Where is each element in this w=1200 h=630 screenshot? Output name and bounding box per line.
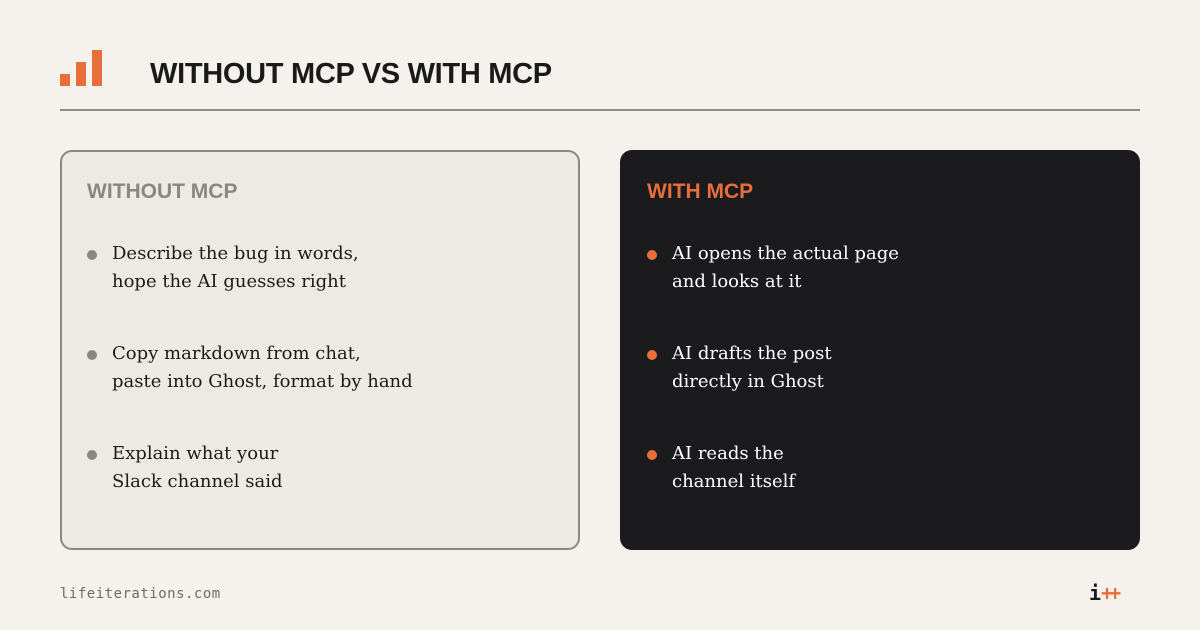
brand-logo-plus-plus: ++ <box>1101 581 1121 605</box>
page-title: WITHOUT MCP VS WITH MCP <box>150 58 552 90</box>
list-item-text: AI opens the actual page and looks at it <box>672 243 899 292</box>
brand-logo: i++ <box>1089 580 1121 606</box>
list-item-text: Explain what your Slack channel said <box>112 443 283 492</box>
logo-bar-short <box>60 74 70 86</box>
bullet-dot-icon <box>647 450 657 460</box>
with-mcp-card: WITH MCP AI opens the actual page and lo… <box>620 150 1140 550</box>
list-item-text: Copy markdown from chat, paste into Ghos… <box>112 343 413 392</box>
footer-site-url: lifeiterations.com <box>60 586 221 602</box>
logo-bar-tall <box>92 50 102 86</box>
bar-chart-icon <box>60 50 104 86</box>
bullet-dot-icon <box>647 250 657 260</box>
logo-bar-medium <box>76 62 86 86</box>
list-item-text: AI drafts the post directly in Ghost <box>672 343 832 392</box>
bullet-dot-icon <box>87 350 97 360</box>
brand-logo-i: i <box>1089 581 1102 605</box>
without-mcp-card: WITHOUT MCP Describe the bug in words, h… <box>60 150 580 550</box>
title-divider <box>60 109 1140 111</box>
without-mcp-heading: WITHOUT MCP <box>87 180 238 203</box>
with-mcp-heading: WITH MCP <box>647 180 754 203</box>
list-item-text: Describe the bug in words, hope the AI g… <box>112 243 359 292</box>
bullet-dot-icon <box>87 450 97 460</box>
bullet-dot-icon <box>87 250 97 260</box>
list-item-text: AI reads the channel itself <box>672 443 796 492</box>
bullet-dot-icon <box>647 350 657 360</box>
